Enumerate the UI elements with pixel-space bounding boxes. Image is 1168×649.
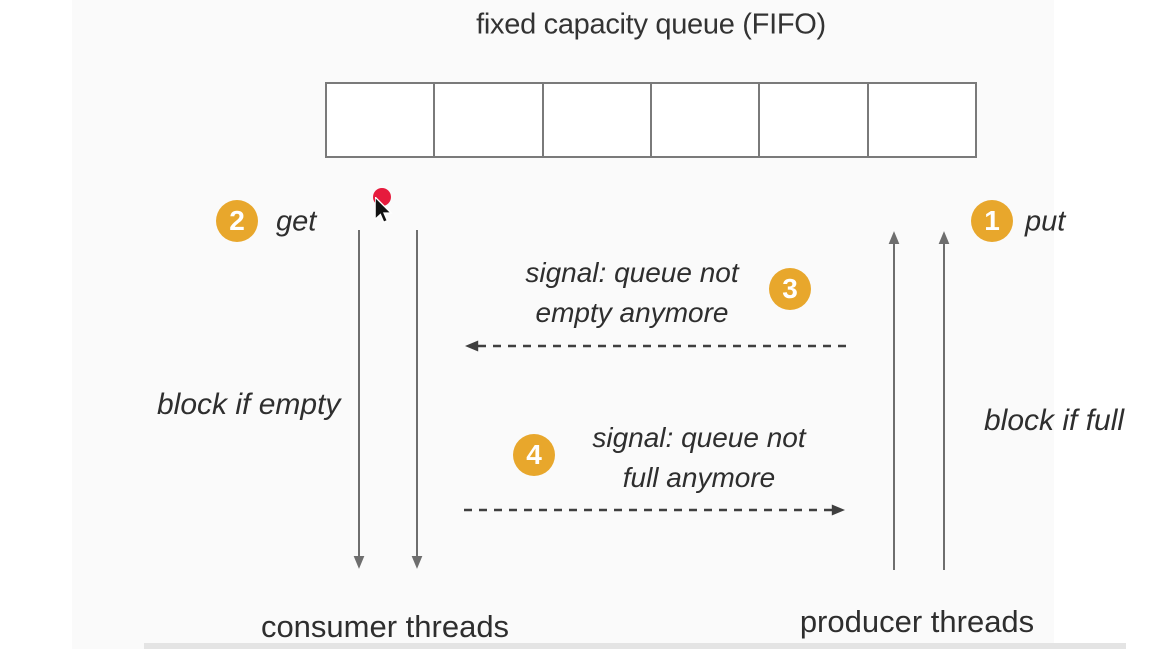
step-badge-4: 4 [513, 434, 555, 476]
queue-cell [760, 84, 869, 156]
queue-cell [868, 84, 975, 156]
step-badge-2: 2 [216, 200, 258, 242]
queue-cell [651, 84, 761, 156]
consumer-threads-label: consumer threads [260, 609, 510, 644]
producer-threads-label: producer threads [799, 604, 1035, 639]
put-label: put [1025, 205, 1066, 238]
step-badge-3: 3 [769, 268, 811, 310]
producer-up-arrows [888, 231, 950, 570]
block-if-full-label: block if full [984, 404, 1125, 437]
diagram-title: fixed capacity queue (FIFO) [476, 8, 826, 41]
bottom-bar [144, 643, 1126, 649]
get-label: get [276, 205, 317, 238]
signal-not-full-label: signal: queue not full anymore [592, 422, 806, 493]
queue-cell [543, 84, 652, 156]
queue-cell [435, 84, 544, 156]
signal-not-empty-label: signal: queue not empty anymore [525, 257, 739, 328]
queue-cell [327, 84, 436, 156]
mouse-cursor-icon [375, 197, 393, 224]
queue-box [325, 82, 977, 158]
block-if-empty-label: block if empty [157, 388, 341, 421]
step-badge-1: 1 [971, 200, 1013, 242]
consumer-down-arrows [353, 230, 423, 569]
slide-content: fixed capacity queue (FIFO) [72, 0, 1126, 649]
